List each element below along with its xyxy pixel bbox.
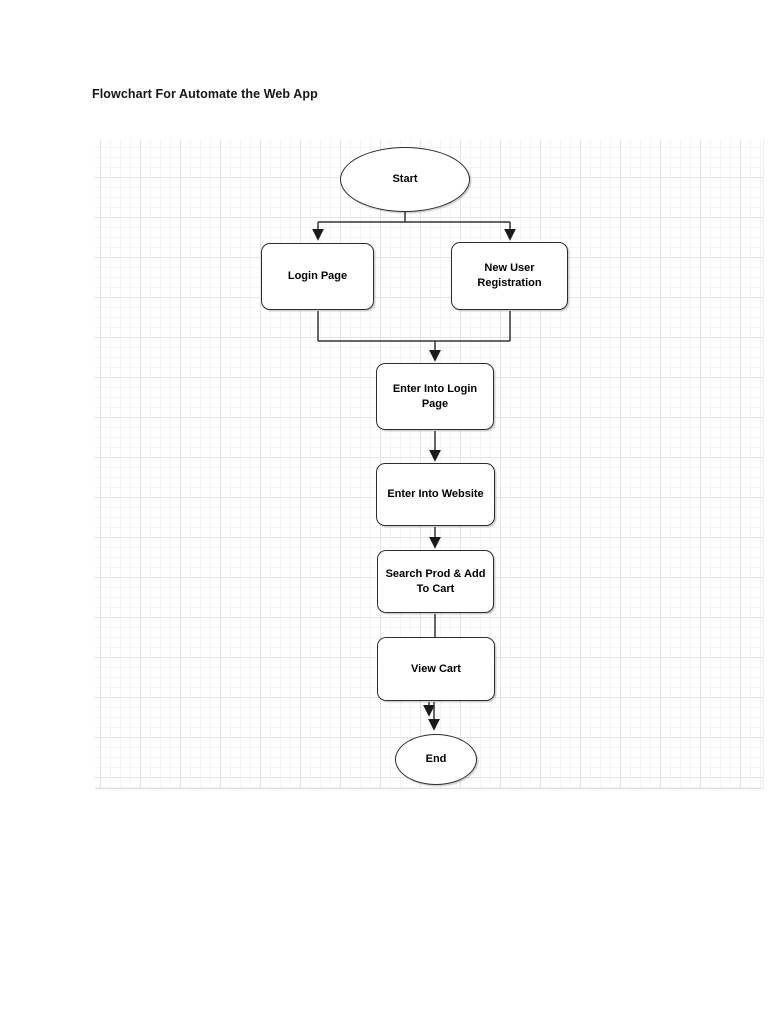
flowchart-node-login-page: Login Page (261, 243, 374, 310)
flowchart-node-end: End (395, 734, 477, 785)
flowchart-node-search-prod-add-to-cart: Search Prod & Add To Cart (377, 550, 494, 613)
flowchart-node-enter-into-website: Enter Into Website (376, 463, 495, 526)
node-label-enter-into-website: Enter Into Website (387, 488, 484, 501)
flowchart-node-new-user-registration: New User Registration (451, 242, 568, 310)
flowchart-node-enter-into-login-page: Enter Into Login Page (376, 363, 494, 430)
page-title: Flowchart For Automate the Web App (92, 87, 318, 101)
flowchart-node-start: Start (340, 147, 470, 212)
node-label-view-cart: View Cart (411, 662, 461, 675)
node-label-new-user-registration: New User Registration (477, 262, 542, 289)
node-label-end: End (425, 753, 447, 766)
node-label-enter-into-login-page: Enter Into Login Page (392, 382, 478, 410)
node-label-login-page: Login Page (287, 270, 348, 283)
node-label-start: Start (392, 173, 418, 186)
node-label-search-prod-add-to-cart: Search Prod & Add To Cart (385, 567, 486, 595)
flowchart-node-view-cart: View Cart (377, 637, 495, 701)
